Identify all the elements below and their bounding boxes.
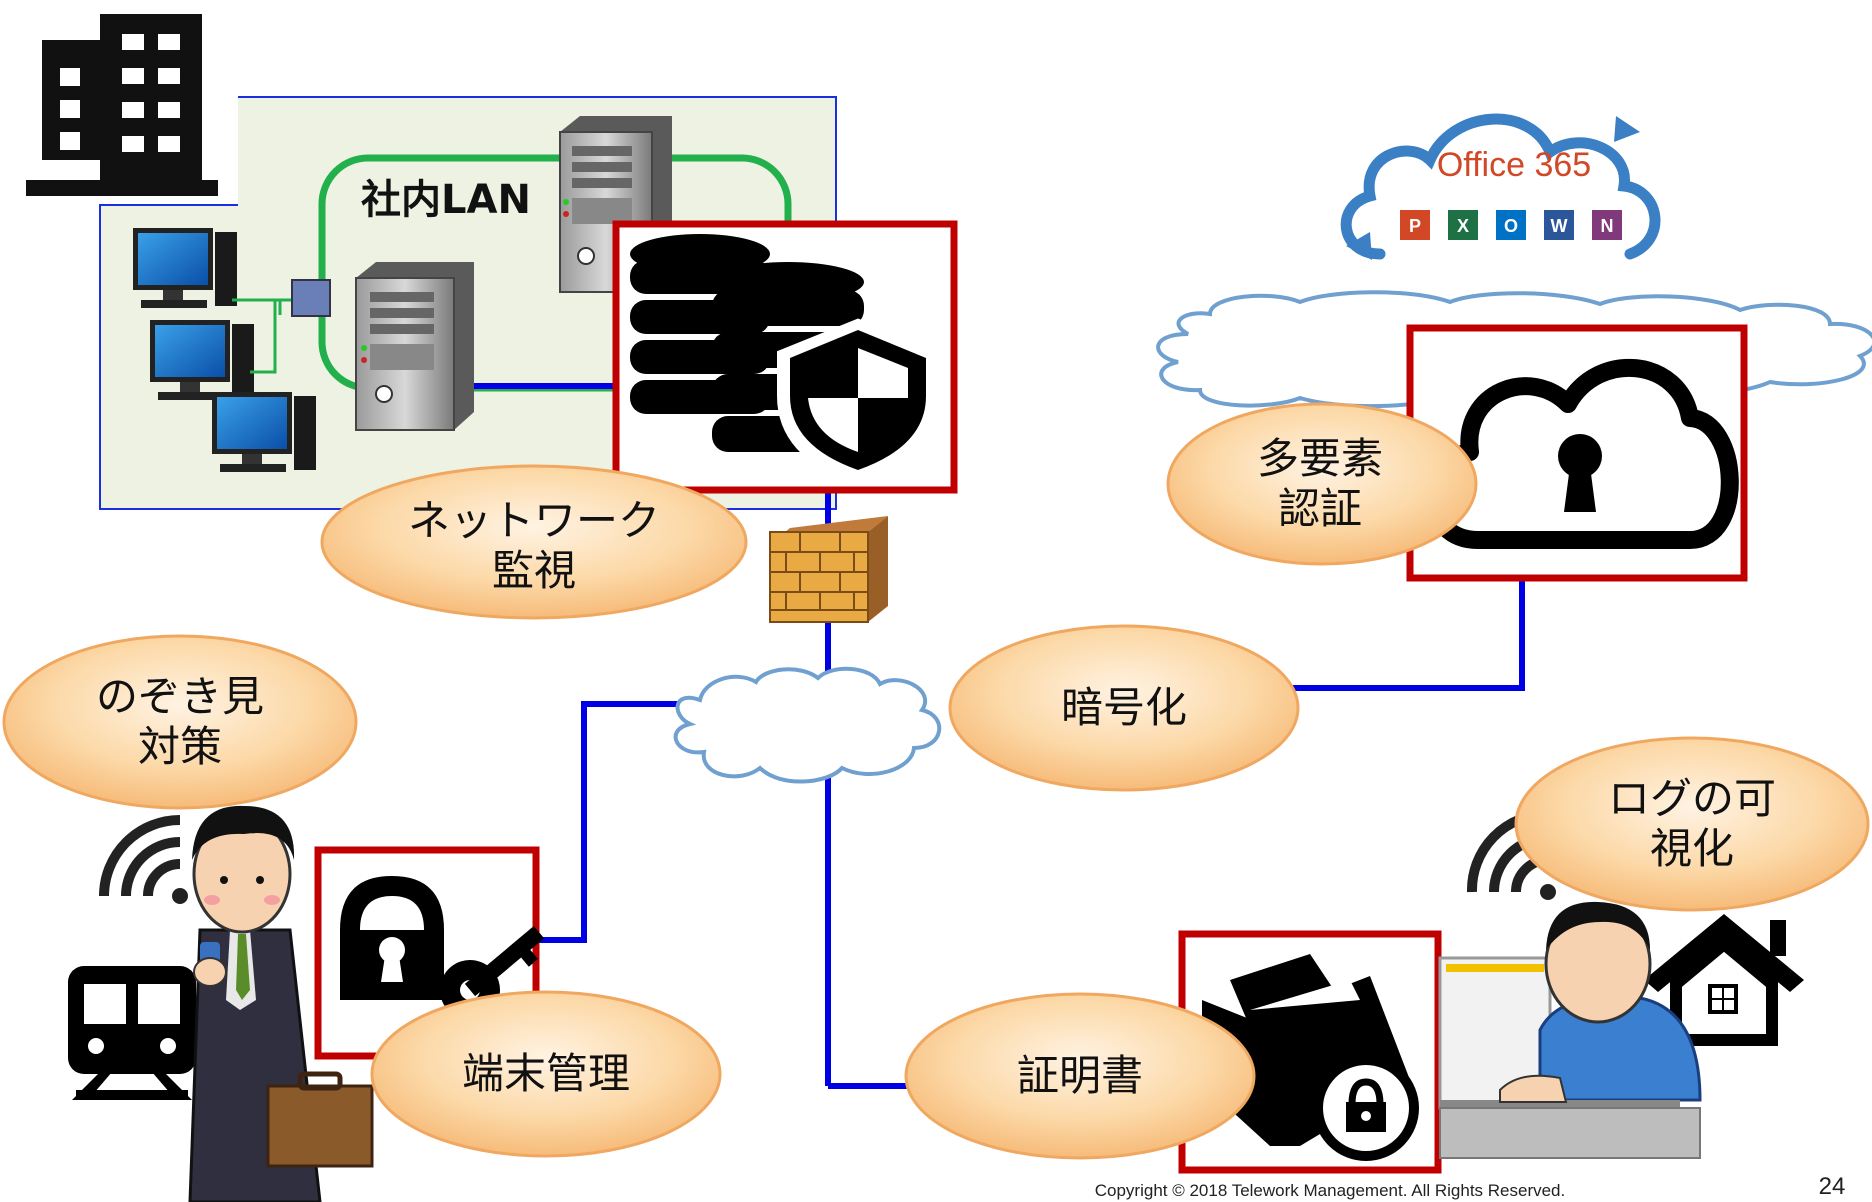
label-bubbles [2, 402, 1870, 1160]
outlook-icon: O [1504, 216, 1518, 236]
wifi-icon [99, 815, 188, 904]
internet-cloud [673, 666, 942, 784]
network-monitoring-bubble [320, 464, 748, 620]
office-building-icon [26, 14, 218, 196]
device-management-bubble [370, 990, 722, 1158]
peeping-protection-label: のぞき見 対策 [95, 671, 264, 771]
encryption-label: 暗号化 [1060, 682, 1187, 732]
office365-cloud [1340, 113, 1661, 260]
mfa-label: 多要素 認証 [1256, 433, 1383, 533]
home-icon [1644, 914, 1804, 1046]
firewall-icon [769, 516, 888, 623]
lan-label: 社内LAN [361, 177, 531, 223]
page-number: 24 [1818, 1172, 1846, 1200]
train-icon [68, 966, 196, 1100]
peeping-protection-bubble [2, 634, 358, 810]
word-icon: W [1551, 216, 1568, 236]
log-visualization-label: ログの可 視化 [1607, 773, 1776, 873]
encryption-bubble [948, 624, 1300, 792]
copyright-text: Copyright © 2018 Telework Management. Al… [1094, 1180, 1566, 1200]
network-switch [291, 279, 331, 317]
network-monitoring-label: ネットワーク 監視 [407, 495, 660, 595]
office365-title: Office 365 [1437, 146, 1591, 184]
device-management-label: 端末管理 [461, 1048, 630, 1098]
mfa-bubble [1166, 402, 1478, 566]
pc-links [232, 298, 292, 374]
desktop-pc-icon [133, 228, 316, 472]
certificate-label: 証明書 [1016, 1050, 1143, 1100]
excel-icon: X [1457, 216, 1469, 236]
onenote-icon: N [1601, 216, 1614, 236]
log-visualization-bubble [1514, 736, 1870, 912]
office-app-icons: P X O W N [1409, 216, 1614, 236]
businessman-illustration [188, 805, 374, 1202]
powerpoint-icon: P [1409, 216, 1421, 236]
cloud-lock-icon [1406, 324, 1748, 582]
home-worker-illustration [1438, 901, 1702, 1159]
database-security-icon [612, 220, 958, 494]
certificate-bubble [904, 992, 1256, 1160]
